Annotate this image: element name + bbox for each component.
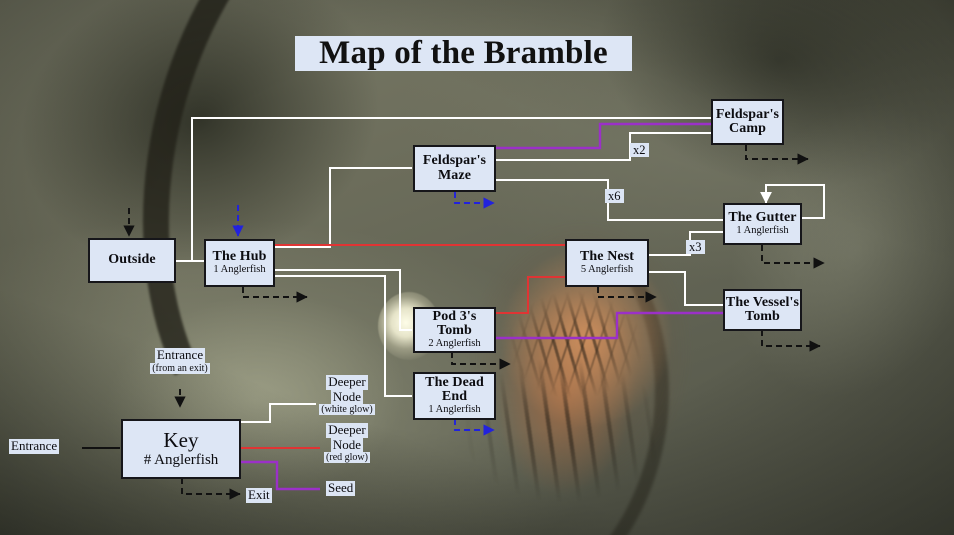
node-feldspars-camp[interactable]: Feldspar's Camp — [711, 99, 784, 145]
edge-feldspars-maze-to-camp-seed — [496, 122, 712, 150]
legend-label-deeper-node-red: Deeper Node (red glow) — [316, 422, 378, 464]
node-the-nest[interactable]: The Nest 5 Anglerfish — [565, 239, 649, 287]
node-the-gutter-anglerfish: 1 Anglerfish — [736, 225, 789, 237]
node-the-hub-anglerfish: 1 Anglerfish — [213, 264, 266, 276]
multiplier-x6: x6 — [605, 189, 624, 203]
node-key-name: Key — [163, 427, 199, 452]
node-outside[interactable]: Outside — [88, 238, 176, 283]
edge-nest-to-vessels-tomb — [648, 271, 724, 306]
legend-deeper-node-red-line2: Node — [330, 436, 364, 453]
edge-hub-to-dead-end — [274, 275, 412, 397]
exit-arrow-feldspars-camp — [745, 145, 809, 165]
seed-edges — [496, 122, 724, 340]
legend-line-deeper-node-white — [240, 403, 316, 423]
legend-entrance-from-exit-line2: (from an exit) — [150, 362, 210, 374]
legend-deeper-node-red-line3: (red glow) — [324, 452, 370, 464]
node-vessels-tomb[interactable]: The Vessel's Tomb — [723, 289, 802, 331]
legend-deeper-node-white-line3: (white glow) — [319, 404, 375, 416]
node-the-hub[interactable]: The Hub 1 Anglerfish — [204, 239, 275, 287]
legend-deeper-node-red-line1: Deeper — [326, 422, 368, 438]
legend-label-deeper-node-white: Deeper Node (white glow) — [316, 374, 378, 416]
exit-arrow-dead-end — [454, 419, 495, 436]
exit-arrow-feldspars-maze — [454, 192, 495, 209]
node-key-anglerfish: # Anglerfish — [143, 452, 219, 469]
edge-hub-to-pod3s-tomb — [274, 269, 412, 331]
legend-label-entrance: Entrance — [9, 438, 60, 454]
node-dead-end-anglerfish: 1 Anglerfish — [428, 404, 481, 416]
legend-sample-strokes — [82, 389, 320, 500]
node-the-nest-name: The Nest — [579, 249, 635, 265]
node-pod3s-tomb-anglerfish: 2 Anglerfish — [428, 338, 481, 350]
legend-deeper-node-white-line2: Node — [330, 388, 364, 405]
node-feldspars-camp-name: Feldspar's Camp — [715, 106, 780, 136]
legend-label-exit: Exit — [246, 487, 272, 503]
node-the-nest-anglerfish: 5 Anglerfish — [580, 264, 634, 276]
edge-hub-to-feldspars-camp — [191, 117, 712, 261]
exit-arrow-gutter — [761, 245, 825, 269]
legend-label-seed: Seed — [326, 480, 356, 496]
blue-exit-arrows — [454, 192, 495, 436]
legend-line-seed — [240, 460, 320, 491]
multiplier-x2: x2 — [630, 143, 649, 157]
node-outside-name: Outside — [108, 252, 156, 268]
node-pod3s-tomb[interactable]: Pod 3's Tomb 2 Anglerfish — [413, 307, 496, 353]
edge-hub-to-feldspars-maze — [274, 167, 412, 248]
page-title: Map of the Bramble — [295, 35, 632, 71]
node-pod3s-tomb-name: Pod 3's Tomb — [432, 308, 477, 339]
legend-entrance-from-exit-line1: Entrance — [154, 347, 206, 363]
node-feldspars-maze[interactable]: Feldspar's Maze — [413, 145, 496, 192]
exit-arrow-vessels-tomb — [761, 330, 821, 352]
exit-arrows — [242, 145, 825, 370]
node-dead-end[interactable]: The Dead End 1 Anglerfish — [413, 372, 496, 420]
exit-arrow-nest — [597, 287, 657, 303]
exit-arrow-hub — [242, 287, 308, 303]
node-vessels-tomb-name: The Vessel's Tomb — [725, 294, 800, 324]
edge-feldspars-maze-to-camp-x2 — [496, 132, 712, 161]
node-key: Key # Anglerfish — [121, 419, 241, 479]
red-glow-edges — [274, 244, 566, 314]
node-the-gutter[interactable]: The Gutter 1 Anglerfish — [723, 203, 802, 245]
node-dead-end-name: The Dead End — [425, 374, 484, 405]
multiplier-x3: x3 — [686, 240, 705, 254]
edge-pod3s-tomb-to-nest-red — [496, 276, 566, 314]
legend-label-entrance-from-exit: Entrance (from an exit) — [140, 347, 220, 374]
node-feldspars-maze-name: Feldspar's Maze — [422, 153, 487, 183]
edge-gutter-self-loop — [760, 184, 825, 219]
legend-arrow-exit — [181, 478, 241, 500]
exit-arrow-pod3s-tomb — [451, 352, 511, 370]
node-the-gutter-name: The Gutter — [728, 210, 797, 226]
legend-deeper-node-white-line1: Deeper — [326, 374, 368, 390]
node-the-hub-name: The Hub — [212, 249, 267, 265]
edge-pod3s-tomb-to-vessels-tomb-seed — [496, 311, 724, 340]
